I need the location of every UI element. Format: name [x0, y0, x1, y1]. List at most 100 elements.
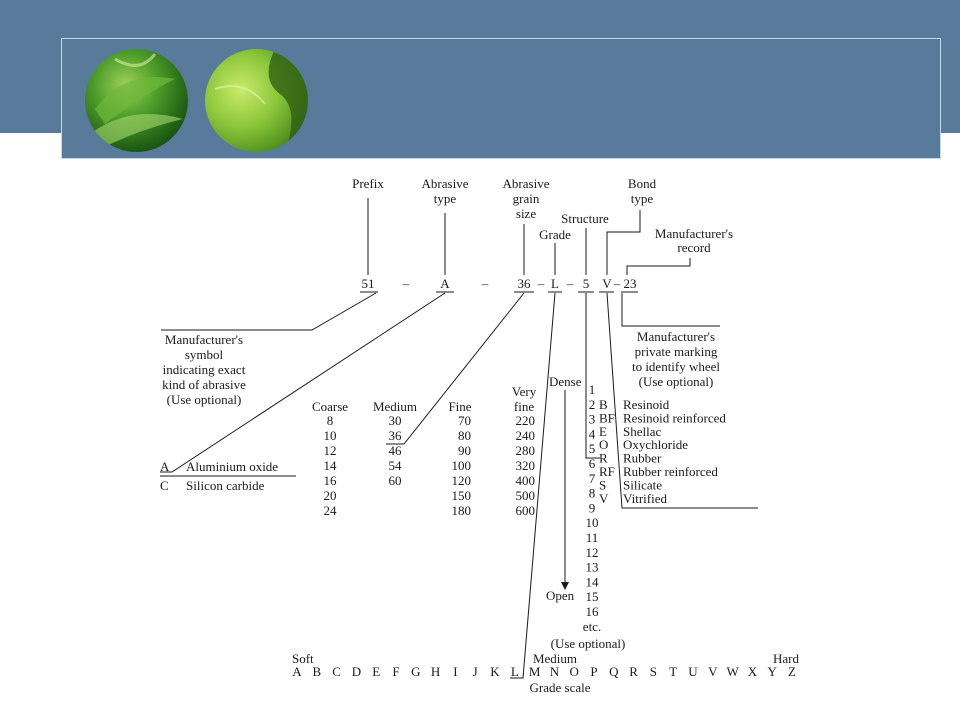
grade-letter: T [669, 664, 677, 679]
bond-name: Silicate [623, 477, 662, 492]
grain-value-fine: 70 [458, 413, 471, 428]
leaf-pattern-left-icon [90, 53, 183, 149]
grade-letter: M [529, 664, 541, 679]
mfr-symbol-line: (Use optional) [167, 392, 242, 407]
code-abrasive: A [440, 276, 450, 291]
open-arrowhead-icon [561, 582, 569, 590]
structure-number: 15 [586, 589, 599, 604]
code-grain: 36 [518, 276, 532, 291]
code-dash: – [613, 276, 621, 291]
structure-number: 1 [589, 382, 596, 397]
bond-name: Resinoid [623, 397, 670, 412]
grade-letter: C [332, 664, 341, 679]
grain-header-medium: Medium [373, 399, 417, 414]
bond-name: Shellac [623, 424, 661, 439]
leaf-photo-left [85, 49, 188, 152]
grain-header-fine2: fine [514, 399, 534, 414]
grain-value-very-fine: 320 [516, 458, 536, 473]
bond-name: Rubber [623, 451, 662, 466]
label-bond-2: type [631, 191, 654, 206]
grain-value-fine: 80 [458, 428, 471, 443]
bond-code: BF [599, 410, 615, 425]
private-marking-line: private marking [635, 344, 718, 359]
grain-value-coarse: 12 [324, 443, 337, 458]
grain-value-coarse: 20 [324, 488, 337, 503]
structure-number: 4 [589, 426, 596, 441]
structure-note: (Use optional) [551, 636, 626, 651]
code-dash: – [537, 276, 545, 291]
label-record-1: Manufacturer's [655, 226, 733, 241]
code-dash: – [566, 276, 574, 291]
bond-name: Rubber reinforced [623, 464, 718, 479]
abrasive-name: Aluminium oxide [186, 459, 278, 474]
grade-letter: Y [768, 664, 778, 679]
label-grain-2: grain [513, 191, 540, 206]
code-structure: 5 [583, 276, 590, 291]
grain-header-very: Very [512, 384, 537, 399]
structure-number: 7 [589, 471, 596, 486]
grain-value-coarse: 14 [324, 458, 338, 473]
grade-letter: B [312, 664, 321, 679]
label-bond-1: Bond [628, 176, 657, 191]
grain-value-very-fine: 400 [516, 473, 536, 488]
grain-value-coarse: 8 [327, 413, 334, 428]
grade-letter: J [473, 664, 478, 679]
grade-letter: E [372, 664, 380, 679]
manufacturer-symbol-block: Manufacturer's symbol indicating exact k… [162, 332, 246, 407]
mfr-symbol-line: indicating exact [163, 362, 246, 377]
abrasive-name: Silicon carbide [186, 478, 265, 493]
private-marking-line: to identify wheel [632, 359, 720, 374]
bond-code: RF [599, 464, 615, 479]
grade-letter: I [453, 664, 457, 679]
structure-number: 13 [586, 560, 599, 575]
abrasive-code: A [160, 459, 170, 474]
grade-letter: F [392, 664, 399, 679]
private-marking-line: (Use optional) [639, 374, 714, 389]
code-prefix: 51 [362, 276, 375, 291]
grain-value-fine: 150 [452, 488, 472, 503]
grade-letter: Z [788, 664, 796, 679]
structure-dense-label: Dense [549, 374, 582, 389]
grain-value-fine: 90 [458, 443, 471, 458]
code-record: 23 [624, 276, 637, 291]
grain-value-coarse: 16 [324, 473, 338, 488]
grade-letter: R [629, 664, 638, 679]
grade-letter: G [411, 664, 420, 679]
structure-number: 5 [589, 441, 596, 456]
grade-letter: D [352, 664, 361, 679]
label-structure: Structure [561, 211, 609, 226]
code-grade: L [551, 276, 559, 291]
grade-letter: K [490, 664, 500, 679]
mfr-symbol-line: kind of abrasive [162, 377, 246, 392]
leaf-pattern-right-icon [214, 49, 308, 152]
grade-letter: V [708, 664, 718, 679]
bond-code: R [599, 451, 608, 466]
grain-value-medium: 60 [389, 473, 402, 488]
grain-header-fine: Fine [448, 399, 471, 414]
mfr-symbol-line: symbol [185, 347, 224, 362]
grade-scale-caption: Grade scale [530, 680, 591, 695]
label-grade: Grade [539, 227, 571, 242]
grade-medium-label: Medium [533, 651, 577, 666]
structure-number: 16 [586, 604, 600, 619]
grain-header-coarse: Coarse [312, 399, 348, 414]
structure-number: 10 [586, 515, 599, 530]
code-bond: V [602, 276, 612, 291]
grade-letter: S [650, 664, 657, 679]
structure-number: 2 [589, 397, 596, 412]
grain-value-fine: 180 [452, 503, 472, 518]
structure-number: 12 [586, 545, 599, 560]
grain-value-very-fine: 220 [516, 413, 536, 428]
grade-letter: P [590, 664, 597, 679]
structure-number: etc. [583, 619, 601, 634]
label-grain-3: size [516, 206, 536, 221]
grain-value-fine: 120 [452, 473, 472, 488]
grain-value-medium: 54 [389, 458, 403, 473]
bond-code: V [599, 491, 609, 506]
